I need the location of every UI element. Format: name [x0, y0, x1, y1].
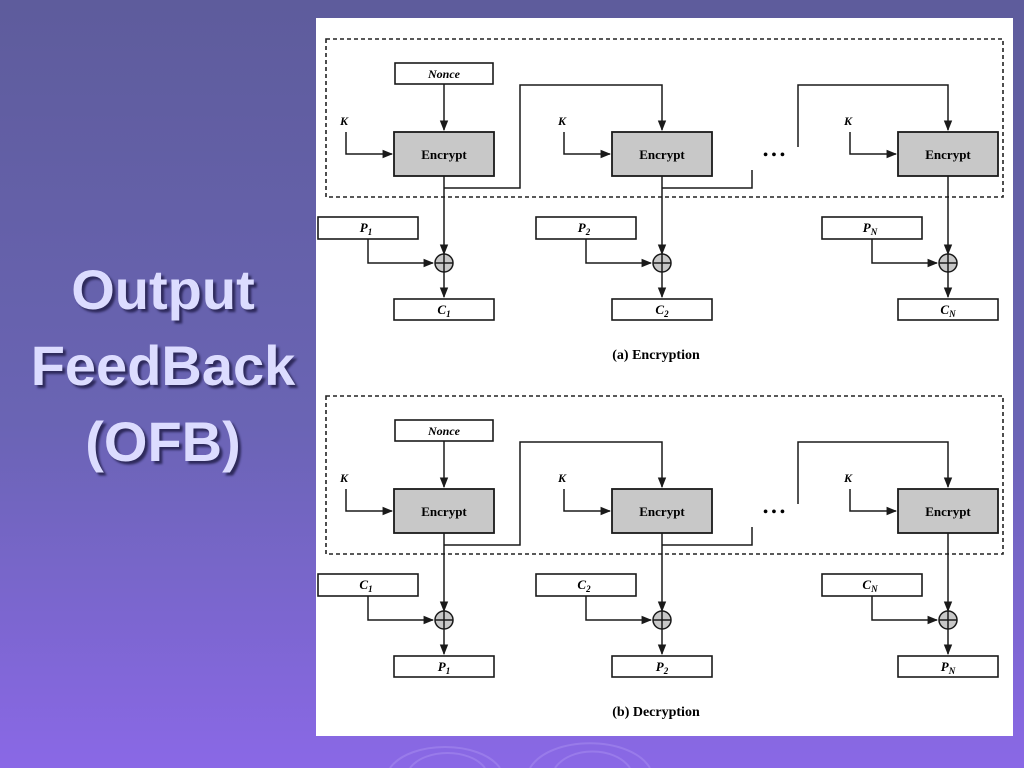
figure.decryption-feedback-path-n-in: [797, 441, 953, 504]
figure.encryption-output-label-n-subscript: N: [948, 309, 956, 319]
figure.encryption-ellipsis: • • •: [763, 148, 785, 163]
figure.decryption-output-box-1: [393, 655, 495, 678]
figure.decryption-output-label-1-base: P: [438, 659, 447, 674]
figure.decryption-input-label-1-subscript: 1: [368, 584, 373, 594]
figure.decryption-key-label-2: K: [557, 471, 567, 485]
ofb-diagram-svg: NonceKEncryptP1C1KEncryptP2C2KEncryptPNC…: [317, 38, 1004, 720]
figure.encryption-input-arrow-1: [367, 239, 435, 268]
figure.decryption-output-label-2-subscript: 2: [663, 666, 669, 676]
figure.encryption-input-label-1-subscript: 1: [368, 227, 373, 237]
figure.decryption-encrypt-label-1: Encrypt: [421, 504, 467, 519]
figure.encryption-output-label-2-subscript: 2: [663, 309, 669, 319]
figure.encryption-output-label-1-subscript: 1: [446, 309, 451, 319]
figure.encryption-input-label-n: PN: [863, 220, 878, 237]
figure.decryption-caption: (b) Decryption: [612, 705, 700, 720]
figure.encryption-output-label-2: C2: [655, 302, 669, 319]
figure.decryption-output-label-n-base: P: [941, 659, 950, 674]
figure.decryption-key-arrow-1: [345, 489, 394, 516]
figure.encryption-output-label-1-base: C: [437, 302, 446, 317]
figure.decryption-input-label-n: CN: [862, 577, 878, 594]
figure.decryption-input-arrow-n: [871, 596, 939, 625]
figure.encryption-key-label-1: K: [339, 114, 349, 128]
figure.encryption-encrypt-label-2: Encrypt: [639, 147, 685, 162]
figure.encryption-dashed-frame: [325, 38, 1004, 198]
figure.encryption-key-label-2: K: [557, 114, 567, 128]
figure.encryption-feedback-path-1: [444, 84, 667, 189]
figure.encryption-encrypt-label-n: Encrypt: [925, 147, 971, 162]
figure.decryption-dashed-frame: [325, 395, 1004, 555]
figure.encryption-encrypt-label-1: Encrypt: [421, 147, 467, 162]
figure.decryption-output-label-1-subscript: 1: [446, 666, 451, 676]
figure.encryption-input-arrow-n: [871, 239, 939, 268]
figure.decryption-output-box-2: [611, 655, 713, 678]
figure.decryption-key-arrow-2: [563, 489, 612, 516]
figure.encryption-section: NonceKEncryptP1C1KEncryptP2C2KEncryptPNC…: [317, 38, 1004, 363]
figure.decryption-encrypt-label-n: Encrypt: [925, 504, 971, 519]
figure.decryption-output-label-n: PN: [941, 659, 956, 676]
figure.decryption-encrypt-block-1: [393, 488, 495, 534]
background-swirl-decoration: [389, 742, 651, 768]
figure.decryption-feedback-path-2-out: [662, 527, 753, 546]
figure.decryption-input-label-2-subscript: 2: [585, 584, 591, 594]
figure.encryption-input-label-1-base: P: [360, 220, 369, 235]
figure.decryption-key-arrow-n: [849, 489, 898, 516]
slide-title: Output FeedBack (OFB): [8, 252, 318, 480]
figure.encryption-input-label-2-subscript: 2: [585, 227, 591, 237]
figure.encryption-feedback-path-2-out: [662, 170, 753, 189]
figure.decryption-input-label-1-base: C: [359, 577, 368, 592]
figure.encryption-encrypt-block-2: [611, 131, 713, 177]
figure.decryption-input-label-2: C2: [577, 577, 591, 594]
figure.encryption-output-box-1: [393, 298, 495, 321]
figure.encryption-caption: (a) Encryption: [612, 348, 700, 363]
figure.encryption-feedback-path-n-in: [797, 84, 953, 147]
figure.encryption-encrypt-block-1: [393, 131, 495, 177]
figure.decryption-input-label-n-subscript: N: [870, 584, 878, 594]
figure.encryption-input-label-2-base: P: [578, 220, 587, 235]
slide-title-line-3: (OFB): [85, 410, 241, 473]
figure.encryption-output-label-2-base: C: [655, 302, 664, 317]
figure.encryption-input-label-1: P1: [360, 220, 372, 237]
figure.encryption-output-box-n: [897, 298, 999, 321]
figure.decryption-input-label-2-base: C: [577, 577, 586, 592]
figure.encryption-output-label-n: CN: [940, 302, 956, 319]
figure.decryption-encrypt-label-2: Encrypt: [639, 504, 685, 519]
figure.decryption-key-label-n: K: [843, 471, 853, 485]
figure.decryption-output-box-n: [897, 655, 999, 678]
figure.decryption-input-arrow-2: [585, 596, 653, 625]
figure.decryption-feedback-path-1: [444, 441, 667, 546]
figure.encryption-output-label-n-base: C: [940, 302, 949, 317]
slide-title-line-2: FeedBack: [30, 334, 296, 397]
figure.decryption-output-label-2-base: P: [656, 659, 665, 674]
figure.encryption-key-arrow-2: [563, 132, 612, 159]
figure.decryption-key-label-1: K: [339, 471, 349, 485]
figure.encryption-nonce-label: Nonce: [427, 67, 461, 81]
figure.encryption-key-label-n: K: [843, 114, 853, 128]
figure.decryption-input-label-n-base: C: [862, 577, 871, 592]
figure.encryption-input-label-n-base: P: [863, 220, 872, 235]
figure.encryption-input-label-2: P2: [578, 220, 591, 237]
figure.decryption-output-label-n-subscript: N: [948, 666, 956, 676]
figure.encryption-input-arrow-2: [585, 239, 653, 268]
figure.decryption-output-label-2: P2: [656, 659, 669, 676]
slide-title-line-1: Output: [71, 258, 255, 321]
figure.decryption-ellipsis: • • •: [763, 505, 785, 520]
figure.decryption-output-label-1: P1: [438, 659, 450, 676]
figure.decryption-section: NonceKEncryptC1P1KEncryptC2P2KEncryptCNP…: [317, 395, 1004, 720]
figure.encryption-output-label-1: C1: [437, 302, 450, 319]
figure.decryption-input-label-1: C1: [359, 577, 372, 594]
figure.decryption-encrypt-block-n: [897, 488, 999, 534]
figure.decryption-encrypt-block-2: [611, 488, 713, 534]
figure.encryption-key-arrow-1: [345, 132, 394, 159]
figure.encryption-input-label-n-subscript: N: [870, 227, 878, 237]
figure.decryption-input-arrow-1: [367, 596, 435, 625]
figure.encryption-key-arrow-n: [849, 132, 898, 159]
figure.encryption-output-box-2: [611, 298, 713, 321]
figure.decryption-nonce-label: Nonce: [427, 424, 461, 438]
